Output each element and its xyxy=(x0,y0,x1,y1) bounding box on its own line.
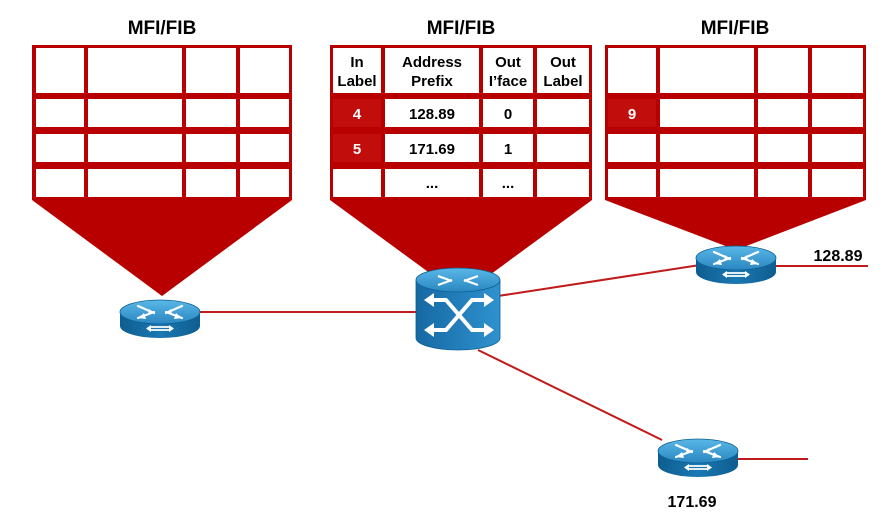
table-cell xyxy=(660,134,754,162)
row1-in-label: 4 xyxy=(353,106,362,123)
table-cell xyxy=(385,169,479,197)
right-row1-in-label: 9 xyxy=(628,106,636,123)
table-cell xyxy=(608,134,656,162)
table-cell xyxy=(186,169,236,197)
table-cell xyxy=(758,134,808,162)
table-cell xyxy=(537,99,589,127)
router-icon[interactable] xyxy=(694,244,778,286)
row2-iface: 1 xyxy=(504,141,512,158)
table-cell xyxy=(812,134,863,162)
table-cell xyxy=(608,48,656,93)
right-table-funnel xyxy=(605,198,866,250)
table-cell xyxy=(385,99,479,127)
table-cell xyxy=(812,169,863,197)
table-cell xyxy=(88,99,182,127)
table-cell xyxy=(758,48,808,93)
in-label-cell xyxy=(333,99,381,127)
header-cell xyxy=(333,48,381,93)
table-cell xyxy=(537,134,589,162)
table-cell xyxy=(385,134,479,162)
in-label-cell xyxy=(608,99,656,127)
header-in-label-line1: In xyxy=(350,54,363,71)
row2-prefix: 171.69 xyxy=(409,141,455,158)
table-cell xyxy=(608,169,656,197)
header-iface-line2: I’face xyxy=(489,73,527,90)
header-cell xyxy=(385,48,479,93)
table-cell xyxy=(36,99,84,127)
header-out-label-line1: Out xyxy=(550,54,576,71)
table-cell xyxy=(483,169,533,197)
header-iface-line1: Out xyxy=(495,54,521,71)
table-cell xyxy=(88,134,182,162)
center-fib-table: MFI/FIB In Label Addr xyxy=(330,18,592,296)
table-cell xyxy=(660,48,754,93)
router-icon[interactable] xyxy=(656,437,740,479)
table-cell xyxy=(240,48,289,93)
table-cell xyxy=(660,99,754,127)
right-fib-table: MFI/FIB 9 xyxy=(605,18,866,250)
router-icon[interactable] xyxy=(118,298,202,340)
table-cell xyxy=(483,99,533,127)
table-cell xyxy=(186,134,236,162)
table-cell xyxy=(240,169,289,197)
row3-prefix: ... xyxy=(426,175,439,192)
table-cell xyxy=(186,99,236,127)
table-cell xyxy=(660,169,754,197)
table-cell xyxy=(758,99,808,127)
right-table-title: MFI/FIB xyxy=(701,18,770,39)
links xyxy=(198,264,868,460)
header-prefix-line1: Address xyxy=(402,54,462,71)
table-cell xyxy=(758,169,808,197)
table-cell xyxy=(36,169,84,197)
bottom-prefix-label: 171.69 xyxy=(668,494,717,511)
table-cell xyxy=(186,48,236,93)
table-cell xyxy=(537,169,589,197)
row2-in-label: 5 xyxy=(353,141,361,158)
link-center-right xyxy=(497,264,701,297)
center-table-title: MFI/FIB xyxy=(427,18,496,39)
table-cell xyxy=(333,169,381,197)
left-table-title: MFI/FIB xyxy=(128,18,197,39)
table-cell xyxy=(812,99,863,127)
table-cell xyxy=(88,48,182,93)
table-cell xyxy=(36,48,84,93)
header-prefix-line2: Prefix xyxy=(411,73,453,90)
row1-iface: 0 xyxy=(504,106,512,123)
table-cell xyxy=(88,169,182,197)
left-table-funnel xyxy=(32,198,292,296)
center-table-funnel xyxy=(330,198,592,296)
row1-prefix: 128.89 xyxy=(409,106,455,123)
left-fib-table: MFI/FIB xyxy=(32,18,292,296)
header-in-label-line2: Label xyxy=(337,73,376,90)
in-label-cell xyxy=(333,134,381,162)
link-center-bottom xyxy=(477,349,663,441)
header-cell xyxy=(483,48,533,93)
table-cell xyxy=(483,134,533,162)
row3-iface: ... xyxy=(502,175,515,192)
header-cell xyxy=(537,48,589,93)
table-cell xyxy=(240,99,289,127)
right-prefix-label: 128.89 xyxy=(814,248,863,265)
atm-switch-icon[interactable] xyxy=(415,267,501,351)
table-cell xyxy=(240,134,289,162)
table-cell xyxy=(812,48,863,93)
table-cell xyxy=(36,134,84,162)
header-out-label-line2: Label xyxy=(543,73,582,90)
